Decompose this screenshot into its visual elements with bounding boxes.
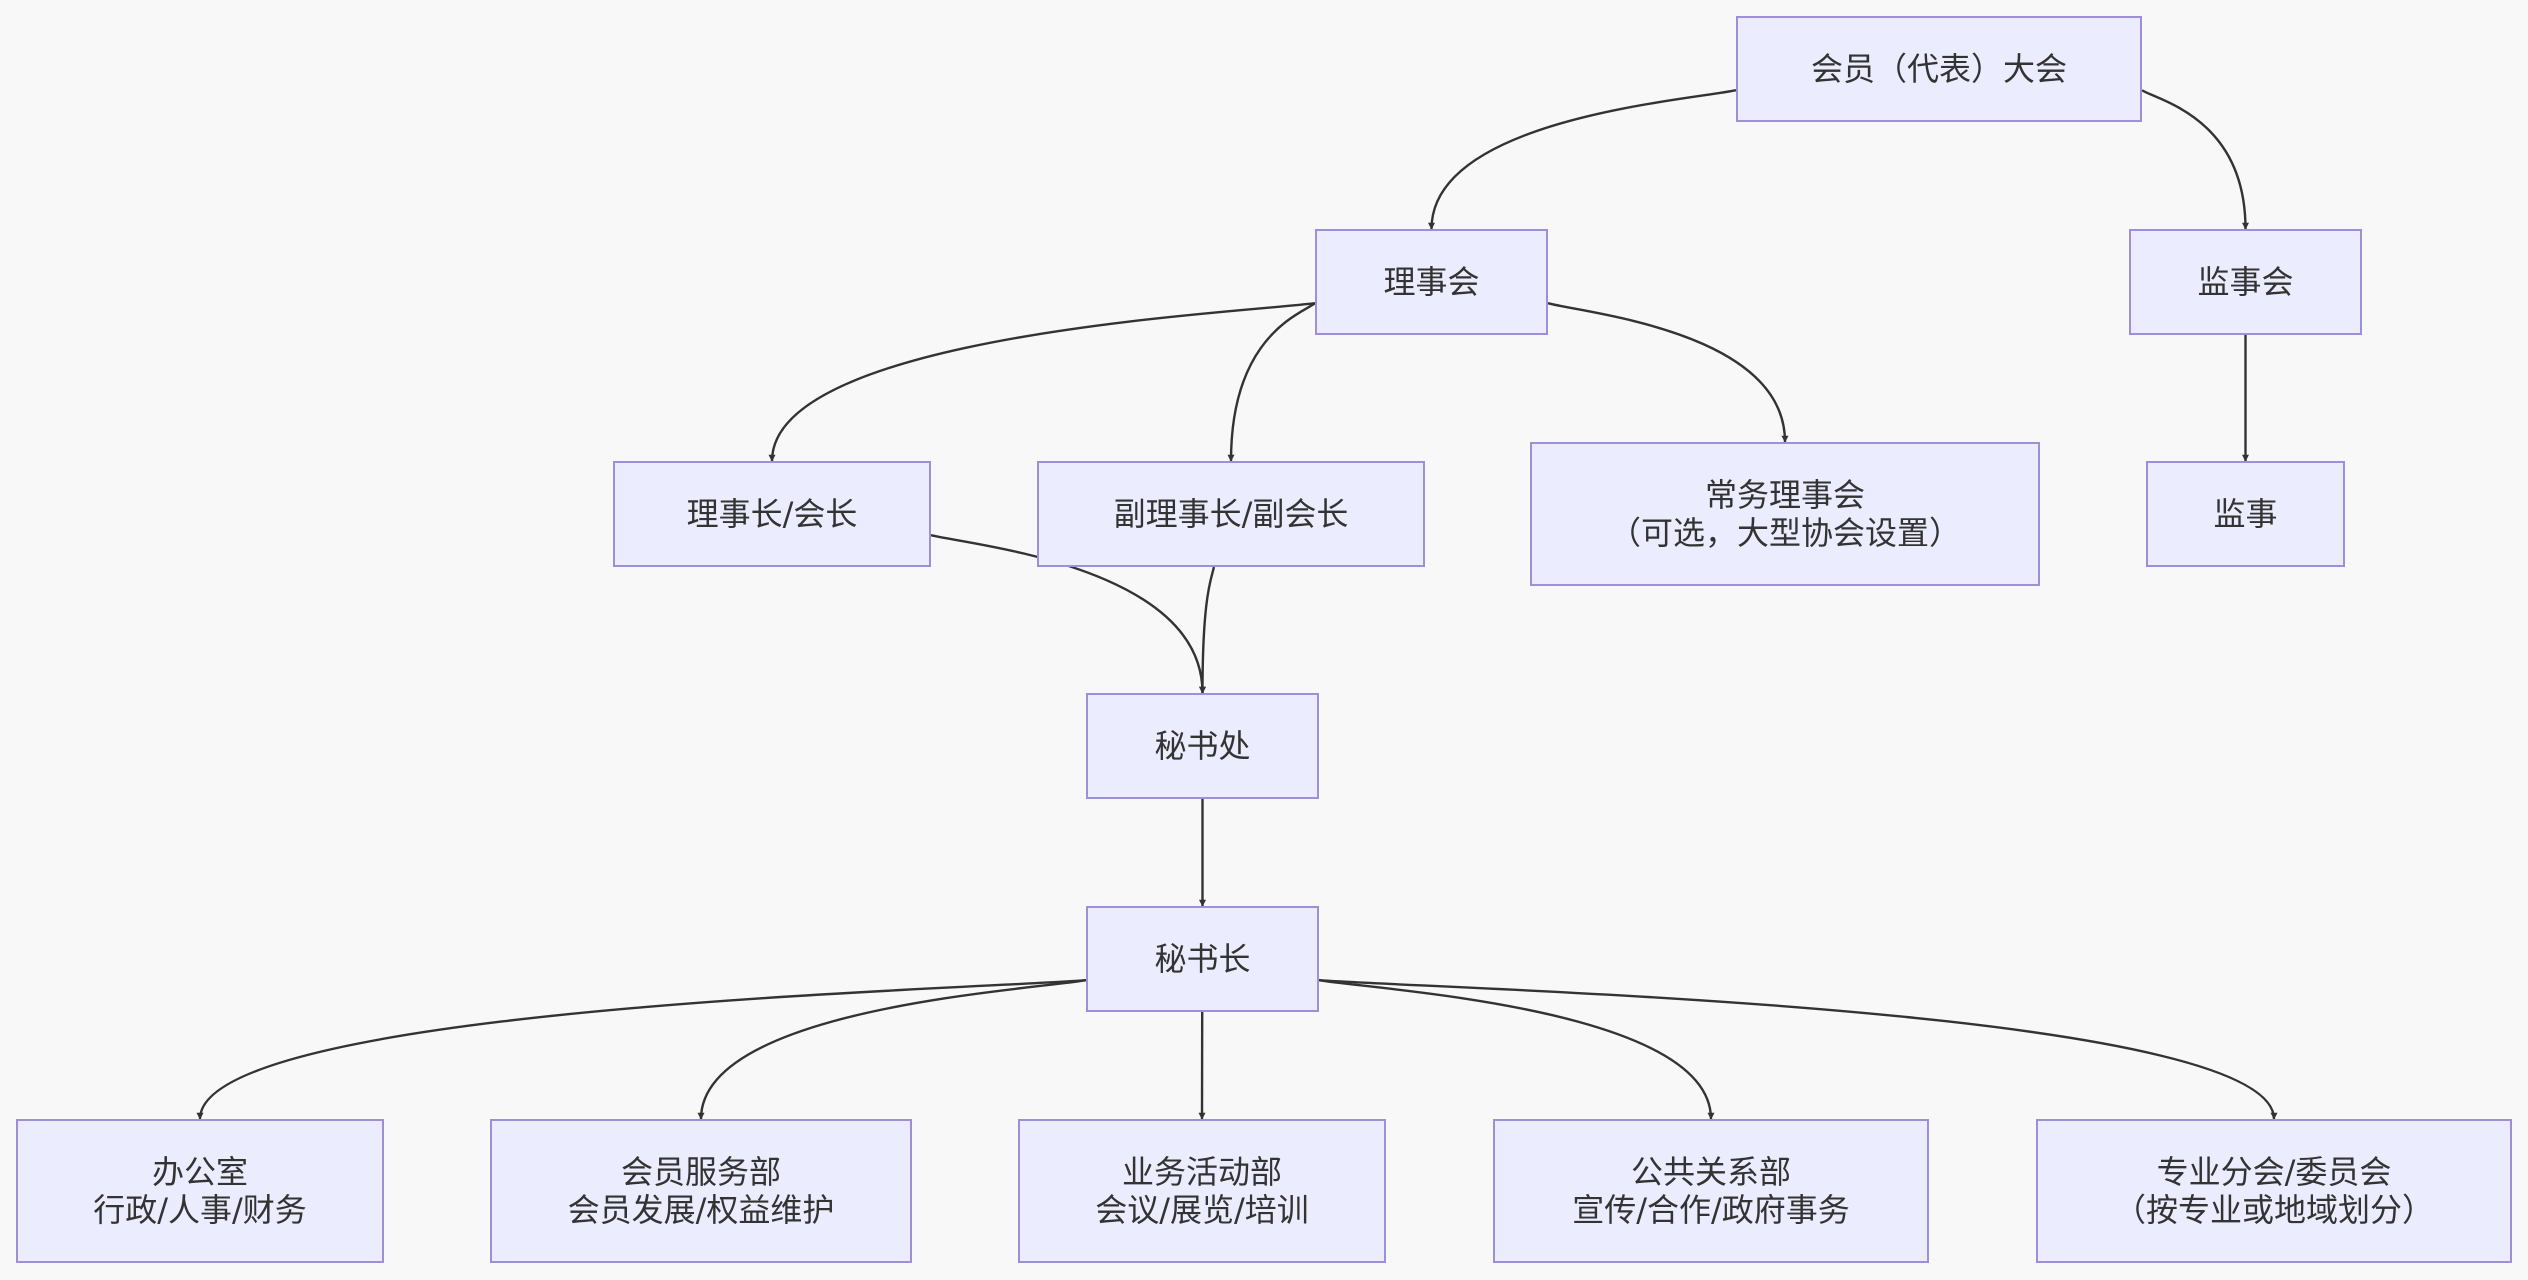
node-label-line: 理事会 [1383,263,1480,301]
edge-secretary_general-to-branches [1318,979,2278,1120]
edge-secretary_general-to-public_relations [1318,979,1715,1120]
node-branches: 专业分会/委员会（按专业或地域划分） [2036,1119,2512,1263]
node-supervisor: 监事 [2146,461,2345,567]
node-business-activities: 业务活动部会议/展览/培训 [1018,1119,1386,1263]
node-label-line: （可选，大型协会设置） [1608,514,1961,552]
node-label-line: 行政/人事/财务 [93,1191,307,1229]
edge-secretary_general-to-member_services [697,979,1087,1120]
edge-council-to-chairman [768,302,1316,462]
node-standing-council: 常务理事会（可选，大型协会设置） [1530,442,2040,586]
node-label-line: 秘书处 [1154,727,1251,765]
edge-council-to-vice_chairman [1227,302,1316,462]
node-member-services: 会员服务部会员发展/权益维护 [490,1119,912,1263]
node-assembly: 会员（代表）大会 [1736,16,2142,122]
node-label-line: 监事会 [2197,263,2294,301]
edge-assembly-to-council [1428,89,1737,230]
node-label-line: 理事长/会长 [686,495,858,533]
node-label-line: 秘书长 [1154,940,1251,978]
node-label-line: 会员发展/权益维护 [567,1191,835,1229]
edge-council-to-standing_council [1547,302,1789,443]
node-council: 理事会 [1315,229,1548,335]
node-label-line: 常务理事会 [1704,476,1865,514]
node-chairman: 理事长/会长 [613,461,931,567]
edge-secretary_general-to-office [196,979,1087,1120]
node-label-line: 宣传/合作/政府事务 [1572,1191,1850,1229]
node-label-line: 会员（代表）大会 [1810,50,2067,88]
node-public-relations: 公共关系部宣传/合作/政府事务 [1493,1119,1929,1263]
node-label-line: 公共关系部 [1630,1153,1791,1191]
node-label-line: 副理事长/副会长 [1113,495,1349,533]
node-label-line: 会议/展览/培训 [1095,1191,1309,1229]
edge-chairman-to-secretariat [930,534,1206,694]
node-office: 办公室行政/人事/财务 [16,1119,384,1263]
node-vice-chairman: 副理事长/副会长 [1037,461,1425,567]
node-label-line: 监事 [2213,495,2278,533]
node-supervisory-board: 监事会 [2129,229,2362,335]
edge-vice_chairman-to-secretariat [1199,566,1216,694]
edge-assembly-to-supervisory_board [2141,89,2249,230]
node-label-line: 专业分会/委员会 [2156,1153,2392,1191]
node-label-line: 办公室 [151,1153,248,1191]
node-label-line: （按专业或地域划分） [2113,1191,2434,1229]
node-label-line: 会员服务部 [620,1153,781,1191]
node-secretary-general: 秘书长 [1086,906,1319,1012]
node-label-line: 业务活动部 [1121,1153,1282,1191]
node-secretariat: 秘书处 [1086,693,1319,799]
